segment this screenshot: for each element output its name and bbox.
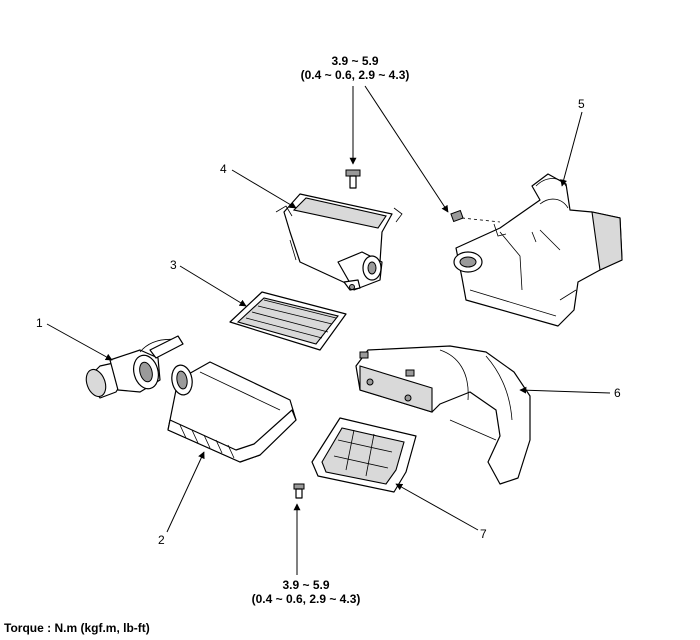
part-7-bracket-plate	[311, 417, 417, 493]
bolt-top-icon	[345, 169, 361, 189]
part-5-intake-duct	[450, 173, 623, 327]
torque-arrows	[293, 85, 501, 575]
callout-6: 6	[614, 386, 621, 400]
part-1-air-intake-sensor	[85, 335, 184, 399]
part-4-upper-cover	[275, 193, 403, 291]
callout-2: 2	[158, 533, 165, 547]
part-3-air-filter	[229, 291, 347, 351]
callout-5: 5	[578, 97, 585, 111]
part-2-lower-housing	[167, 361, 297, 463]
callout-7: 7	[480, 527, 487, 541]
part-6-air-intake-hose	[355, 345, 531, 485]
torque-spec-top-value: 3.9 ~ 5.9	[331, 54, 379, 68]
torque-spec-bottom-detail: (0.4 ~ 0.6, 2.9 ~ 4.3)	[251, 592, 361, 606]
torque-spec-top-detail: (0.4 ~ 0.6, 2.9 ~ 4.3)	[300, 68, 410, 82]
torque-spec-top: 3.9 ~ 5.9 (0.4 ~ 0.6, 2.9 ~ 4.3)	[290, 54, 420, 82]
callout-1: 1	[36, 316, 43, 330]
callout-leaders	[46, 111, 611, 533]
torque-spec-bottom: 3.9 ~ 5.9 (0.4 ~ 0.6, 2.9 ~ 4.3)	[240, 578, 372, 606]
torque-units-legend: Torque : N.m (kgf.m, lb-ft)	[4, 621, 150, 635]
bolt-bottom-icon	[293, 483, 305, 499]
torque-spec-bottom-value: 3.9 ~ 5.9	[282, 578, 330, 592]
callout-3: 3	[170, 258, 177, 272]
callout-4: 4	[220, 162, 227, 176]
